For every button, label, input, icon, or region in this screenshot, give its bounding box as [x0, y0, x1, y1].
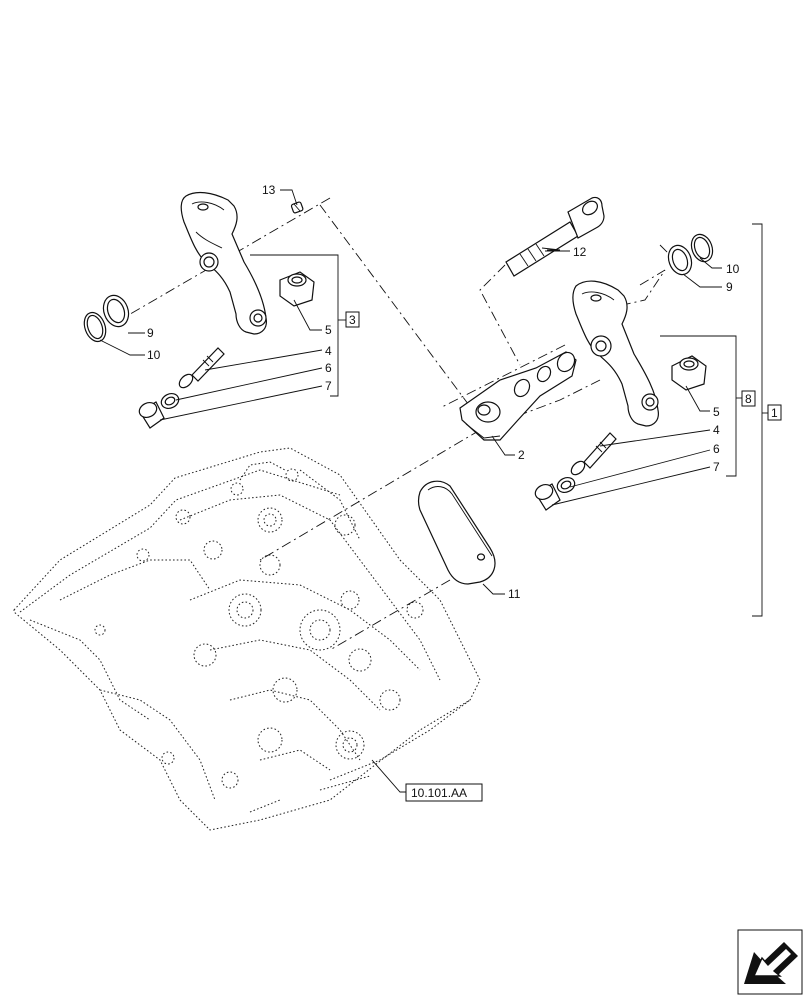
callout-10-right: 10 — [726, 262, 740, 276]
pin-13 — [290, 201, 304, 214]
reference-label[interactable]: 10.101.AA — [405, 783, 483, 802]
seal-ring-9-left — [102, 294, 130, 328]
circlip-10-left — [83, 311, 107, 343]
callout-10-left: 10 — [147, 348, 161, 362]
boxed-ref-group-right: 8 — [741, 390, 756, 407]
cover-11 — [417, 480, 496, 585]
svg-text:3: 3 — [349, 313, 356, 327]
arrow-nav-icon[interactable] — [737, 929, 803, 995]
callout-4-right: 4 — [713, 423, 720, 437]
callout-5-left: 5 — [325, 323, 332, 337]
rocker-arm-right — [572, 280, 659, 427]
adjusting-screw-4-right — [570, 432, 617, 476]
callout-5-right: 5 — [713, 405, 720, 419]
cylinder-head-outline — [13, 447, 481, 831]
leader-lines — [99, 189, 768, 793]
cap-7-right — [534, 483, 561, 511]
sleeve-5-left — [279, 271, 315, 307]
callout-11: 11 — [508, 587, 521, 601]
sleeve-5-right — [671, 355, 707, 391]
callout-7-right: 7 — [713, 460, 720, 474]
callout-6-left: 6 — [325, 361, 332, 375]
svg-text:1: 1 — [771, 406, 778, 420]
callout-4-left: 4 — [325, 344, 332, 358]
callout-12: 12 — [573, 245, 587, 259]
callout-9-right: 9 — [726, 280, 733, 294]
svg-text:8: 8 — [745, 392, 752, 406]
svg-text:10.101.AA: 10.101.AA — [411, 786, 467, 800]
callout-2: 2 — [518, 448, 525, 462]
callout-9-left: 9 — [147, 326, 154, 340]
rocker-arm-left — [180, 191, 267, 335]
callout-13: 13 — [262, 183, 276, 197]
boxed-ref-assembly: 1 — [767, 404, 782, 421]
callout-7-left: 7 — [325, 379, 332, 393]
circlip-10-right — [690, 233, 714, 263]
cap-7-left — [138, 401, 165, 429]
nut-6-right — [556, 477, 576, 493]
callout-6-right: 6 — [713, 442, 720, 456]
rocker-shaft-support-2 — [459, 351, 577, 441]
bolt-12 — [505, 196, 605, 277]
boxed-ref-group-left: 3 — [345, 311, 360, 328]
adjusting-screw-4-left — [178, 347, 225, 389]
seal-ring-9-right — [667, 244, 693, 276]
nut-6-left — [160, 393, 180, 409]
